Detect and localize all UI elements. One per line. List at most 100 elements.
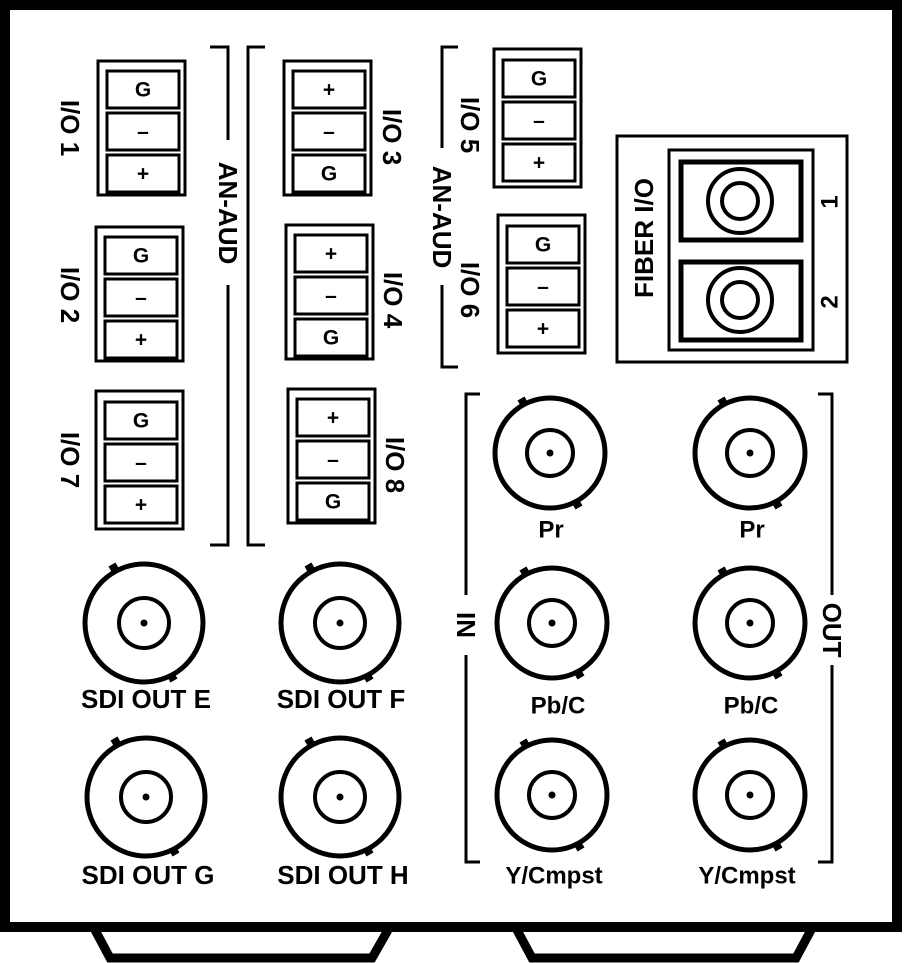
bnc-center-pin — [548, 791, 556, 799]
audio-port-io8: + – G I/O 8 — [286, 387, 410, 525]
terminal-pin-label: – — [323, 121, 335, 144]
bnc-in-ycmpst[interactable] — [494, 737, 610, 853]
terminal-pin-slot — [501, 58, 577, 99]
fiber-module-outline — [615, 134, 849, 364]
terminal-pin-label: G — [135, 79, 151, 102]
fiber-connector-inner — [720, 181, 760, 221]
terminal-pin-slot — [295, 397, 371, 438]
bnc-in-pbc[interactable] — [494, 565, 610, 681]
bnc-sdi-out-h[interactable] — [278, 735, 402, 859]
terminal-block-outline — [282, 59, 373, 197]
audio-port-label: I/O 4 — [378, 272, 408, 329]
terminal-pin-slot — [291, 111, 367, 152]
an-aud-bracket-right — [246, 45, 265, 547]
bnc-out-pbc[interactable] — [692, 565, 808, 681]
bnc-outer-ring — [494, 565, 610, 681]
terminal-pin-label: G — [325, 491, 341, 514]
bnc-bayonet-lug — [108, 562, 120, 574]
bnc-center-pin — [548, 619, 556, 627]
in-bracket-bottom — [464, 655, 480, 864]
bnc-outer-ring — [82, 561, 206, 685]
terminal-pin-label: – — [533, 110, 545, 133]
terminal-block-outline — [496, 213, 587, 355]
bnc-outer-ring — [492, 395, 608, 511]
fiber-port-1[interactable] — [678, 159, 804, 243]
out-bracket-bottom — [818, 665, 834, 864]
bnc-inner-ring — [313, 770, 367, 824]
bnc-inner-ring — [725, 428, 775, 478]
terminal-pin-slot — [501, 100, 577, 141]
terminal-pin-slot — [295, 439, 371, 480]
terminal-pin-slot — [293, 317, 369, 358]
terminal-pin-label: – — [135, 287, 147, 310]
panel-outline — [0, 0, 902, 932]
terminal-pin-slot — [103, 277, 179, 318]
audio-port-label: I/O 1 — [55, 100, 85, 156]
bnc-sdi-out-e[interactable] — [82, 561, 206, 685]
bnc-bayonet-lug — [571, 498, 583, 510]
audio-port-io5: G – + I/O 5 — [455, 47, 583, 189]
terminal-pin-label: + — [327, 407, 339, 430]
terminal-block-outline — [284, 223, 375, 361]
terminal-block-outline — [94, 389, 185, 531]
bnc-bayonet-lug — [717, 738, 729, 750]
terminal-pin-label: G — [321, 163, 337, 186]
bnc-inner-ring — [527, 598, 577, 648]
terminal-pin-label: + — [537, 318, 549, 341]
fiber-port-frame — [667, 148, 815, 352]
fiber-port-housing — [678, 259, 804, 343]
terminal-pin-slot — [103, 442, 179, 483]
bnc-inner-ring — [725, 598, 775, 648]
out-bracket-top — [818, 392, 834, 595]
bnc-bayonet-lug — [304, 562, 316, 574]
fiber-port-housing — [678, 159, 804, 243]
audio-port-label: I/O 8 — [380, 437, 410, 493]
fiber-connector-outer — [706, 167, 774, 235]
terminal-pin-label: G — [323, 327, 339, 350]
an-aud-label-left: AN-AUD — [213, 162, 243, 265]
bnc-center-pin — [746, 791, 754, 799]
bnc-out-pr[interactable] — [692, 395, 808, 511]
sdi-out-e-label: SDI OUT E — [81, 684, 211, 714]
bnc-sdi-out-g[interactable] — [84, 735, 208, 859]
bnc-inner-ring — [313, 596, 367, 650]
bnc-inner-ring — [725, 770, 775, 820]
bnc-bayonet-lug — [517, 396, 529, 408]
bnc-inner-ring — [117, 596, 171, 650]
terminal-pin-label: – — [135, 452, 147, 475]
bnc-out-ycmpst[interactable] — [692, 737, 808, 853]
terminal-pin-slot — [103, 319, 179, 360]
bnc-center-pin — [746, 449, 754, 457]
bnc-center-pin — [142, 793, 150, 801]
bnc-outer-ring — [278, 735, 402, 859]
bnc-center-pin — [746, 619, 754, 627]
bnc-out-pr-label: Pr — [739, 517, 764, 544]
sdi-out-f-label: SDI OUT F — [277, 684, 406, 714]
terminal-pin-label: G — [133, 410, 149, 433]
bnc-bayonet-lug — [717, 566, 729, 578]
an-aud-label-right: AN-AUD — [427, 166, 457, 269]
fiber-port-2[interactable] — [678, 259, 804, 343]
bnc-inner-ring — [525, 428, 575, 478]
fiber-io-module: FIBER I/O 1 2 — [615, 134, 849, 364]
audio-port-label: I/O 3 — [377, 109, 407, 165]
terminal-pin-slot — [293, 275, 369, 316]
in-bracket-top — [464, 392, 480, 595]
bnc-outer-ring — [84, 735, 208, 859]
fiber-connector-inner — [720, 280, 760, 320]
terminal-pin-slot — [103, 484, 179, 525]
terminal-block-outline — [286, 387, 377, 525]
audio-port-io6: G – + I/O 6 — [455, 213, 587, 355]
bnc-bayonet-lug — [304, 736, 316, 748]
bnc-bayonet-lug — [771, 498, 783, 510]
bnc-bayonet-lug — [362, 671, 374, 683]
terminal-pin-label: G — [531, 68, 547, 91]
terminal-pin-label: + — [137, 163, 149, 186]
audio-port-label: I/O 6 — [455, 262, 485, 318]
audio-port-io3: + – G I/O 3 — [282, 59, 407, 197]
bnc-center-pin — [140, 619, 148, 627]
terminal-block-outline — [492, 47, 583, 189]
bnc-sdi-out-f[interactable] — [278, 561, 402, 685]
bnc-in-pr[interactable] — [492, 395, 608, 511]
